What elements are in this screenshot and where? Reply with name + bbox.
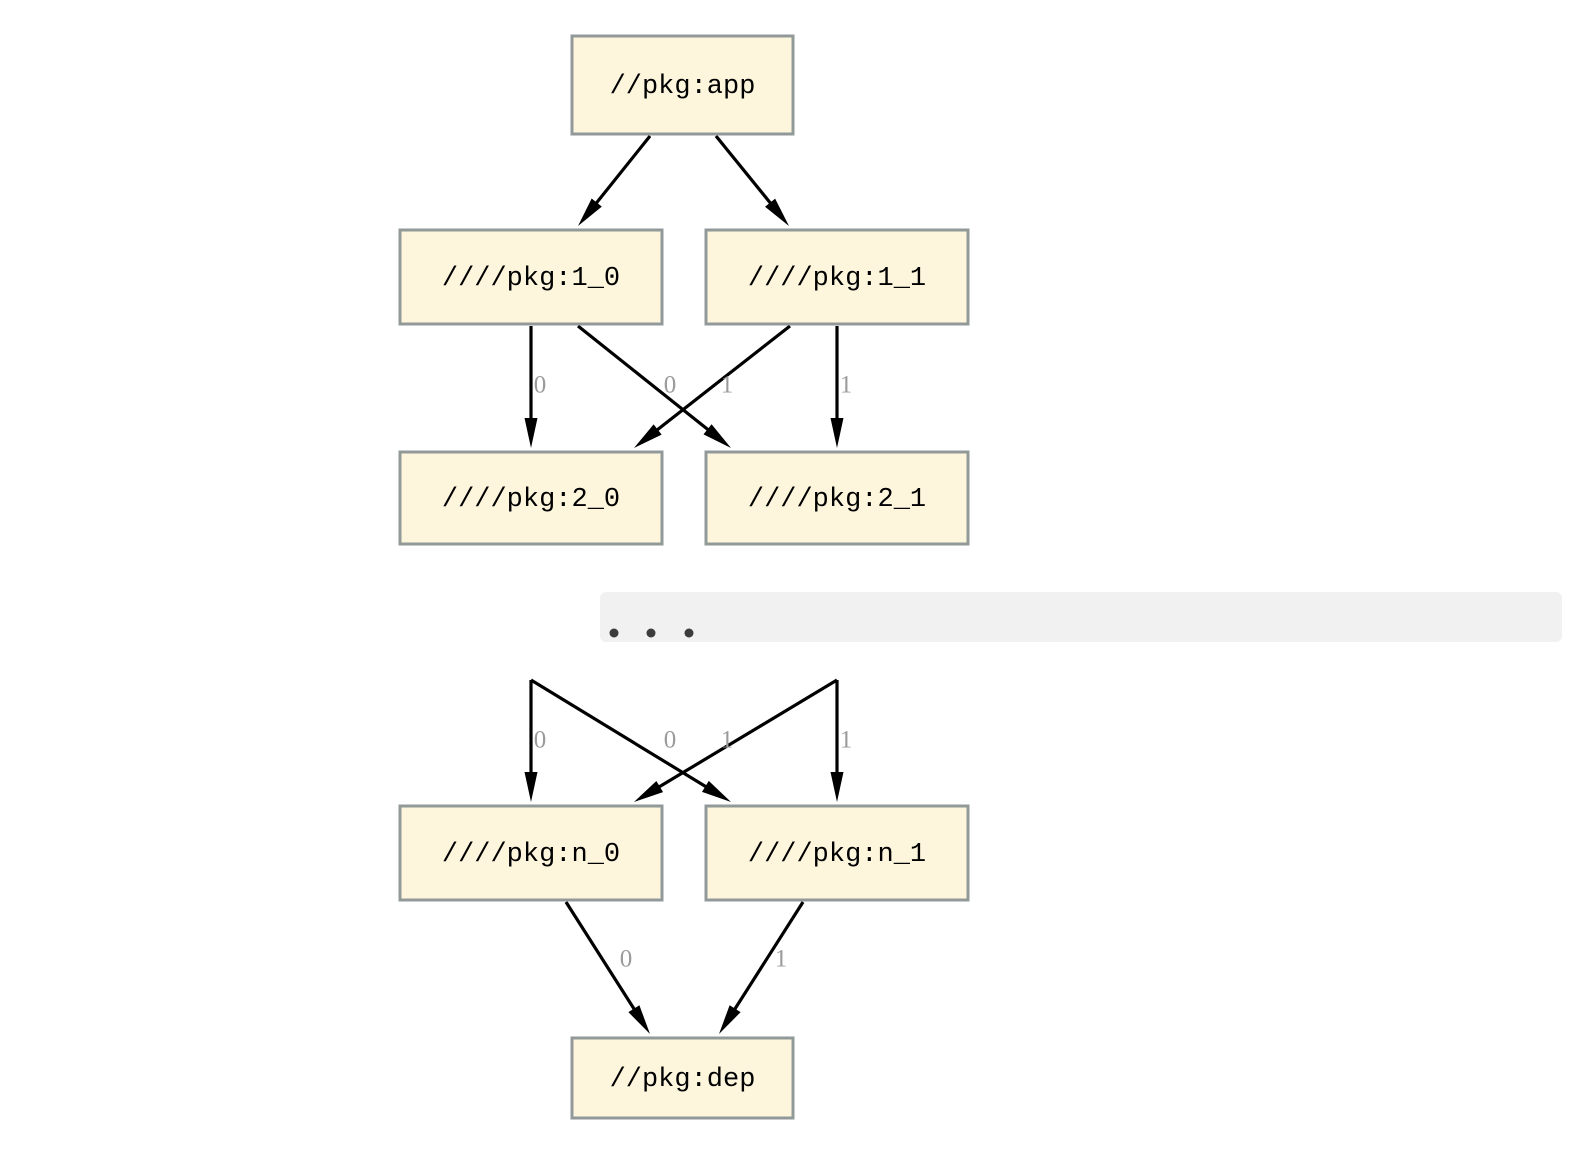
edge-label: 0 [664,372,677,399]
edge-line [730,901,805,1015]
node-label: //pkg:app [610,72,756,102]
edge-label: 1 [840,372,853,399]
edge-label: 0 [620,946,633,973]
edge-arrowhead [578,198,602,226]
edge-l1_0-to-l2_0: 0 [524,326,547,448]
edge-line [530,678,712,791]
edge-l1_0-to-l2_1: 0 [577,324,731,448]
edge-src-to-ln_1: 1 [830,680,853,802]
node-box[interactable] [570,1036,795,1120]
node-box[interactable] [398,228,664,326]
node-label: ////pkg:2_0 [442,485,620,515]
edge-label: 1 [721,727,734,754]
edge-label: 0 [534,372,547,399]
edge-line [577,324,714,435]
edge-arrowhead [719,1005,741,1034]
edge-arrowhead [524,772,538,802]
node-app[interactable]: //pkg:app [570,34,795,136]
node-l1_1[interactable]: ////pkg:1_1 [704,228,970,326]
ellipsis-dot-2 [684,628,694,638]
edge-label: 0 [664,727,677,754]
node-label: //pkg:dep [610,1065,756,1095]
node-label: ////pkg:1_0 [442,264,620,294]
ellipsis-band [600,592,1562,642]
edge-arrowhead [703,424,731,448]
edge-arrowhead [524,418,538,448]
edge-label: 1 [775,946,788,973]
edge-ln_0-to-dep: 0 [564,901,650,1034]
node-label: ////pkg:n_0 [442,840,620,870]
edge-line [564,901,639,1015]
edge-label: 1 [840,727,853,754]
node-label: ////pkg:n_1 [748,840,926,870]
edge-src-to-ln_0: 1 [634,678,838,802]
edge-arrowhead [628,1005,650,1034]
edge-ln_1-to-dep: 1 [719,901,805,1034]
node-box[interactable] [704,228,970,326]
edge-src-to-ln_0: 0 [524,680,547,802]
edge-arrowhead [765,198,789,226]
node-l2_0[interactable]: ////pkg:2_0 [398,450,664,546]
edges-layer: 0 0 1 1 0 0 1 1 0 1 [524,134,853,1034]
edge-label: 0 [534,727,547,754]
edge-app-to-l1_0 [578,135,652,226]
edge-arrowhead [830,772,844,802]
node-box[interactable] [398,450,664,546]
edge-arrowhead [702,780,731,802]
nodes-layer: //pkg:app ////pkg:1_0 ////pkg:1_1 ////pkg:2… [398,34,970,1120]
node-ln_1[interactable]: ////pkg:n_1 [704,804,970,902]
node-l2_1[interactable]: ////pkg:2_1 [704,450,970,546]
edge-app-to-l1_1 [714,134,789,226]
node-l1_0[interactable]: ////pkg:1_0 [398,228,664,326]
edge-line [653,678,838,792]
edge-arrowhead [634,780,664,802]
node-box[interactable] [398,804,664,902]
edge-line [714,134,776,209]
node-label: ////pkg:2_1 [748,485,926,515]
edge-label: 1 [721,372,734,399]
edge-l1_1-to-l2_1: 1 [830,326,853,448]
edge-line [591,135,652,209]
edge-arrowhead [830,418,844,448]
edge-src-to-ln_1: 0 [530,678,731,802]
ellipsis-separator [600,592,1562,642]
node-box[interactable] [704,450,970,546]
ellipsis-dot-0 [609,628,619,638]
ellipsis-dot-1 [646,628,656,638]
node-label: ////pkg:1_1 [748,264,926,294]
node-box[interactable] [570,34,795,136]
node-ln_0[interactable]: ////pkg:n_0 [398,804,664,902]
node-box[interactable] [704,804,970,902]
edge-l1_1-to-l2_0: 1 [634,324,791,448]
edge-arrowhead [634,424,662,448]
edge-line [651,324,791,435]
node-dep[interactable]: //pkg:dep [570,1036,795,1120]
